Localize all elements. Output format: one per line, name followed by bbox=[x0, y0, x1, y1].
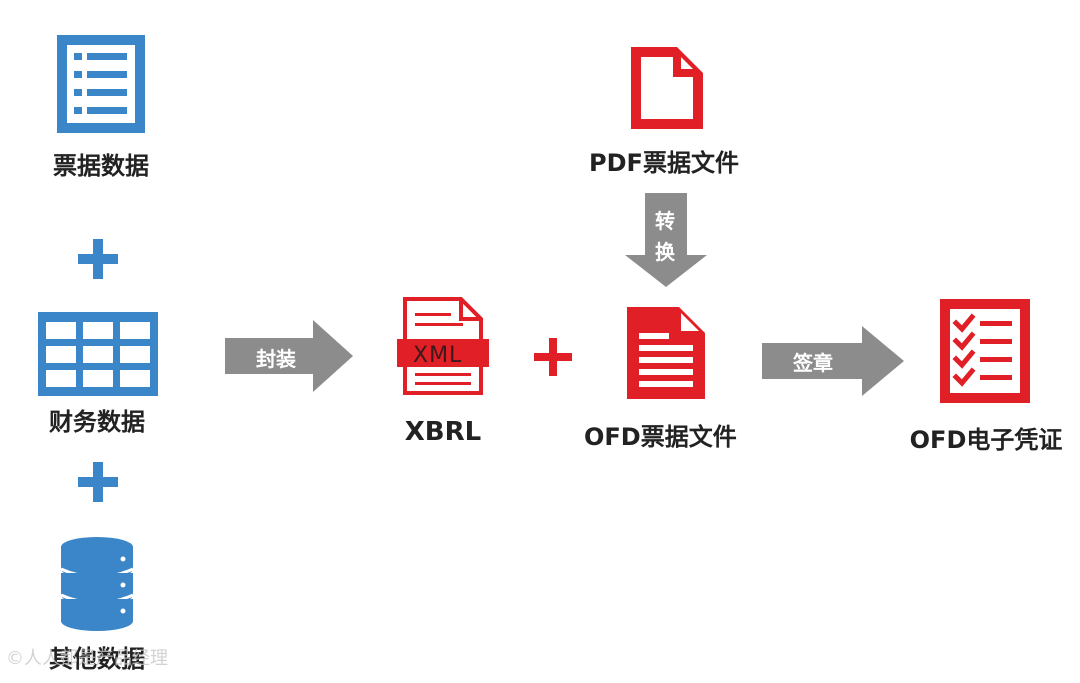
database-icon bbox=[60, 537, 134, 631]
finance-data-label: 财务数据 bbox=[49, 408, 145, 436]
red-document-icon bbox=[627, 307, 705, 399]
ofd-file-label: OFD票据文件 bbox=[584, 423, 737, 451]
table-grid-icon bbox=[38, 312, 158, 396]
sign-arrow-label: 签章 bbox=[793, 351, 833, 375]
blank-document-icon bbox=[631, 47, 703, 129]
package-arrow-label: 封装 bbox=[256, 347, 296, 371]
other-data-label: 其他数据 bbox=[49, 645, 145, 673]
plus-icon bbox=[78, 239, 118, 279]
checklist-icon bbox=[940, 299, 1030, 403]
xml-file-icon bbox=[397, 297, 489, 395]
ticket-data-label: 票据数据 bbox=[53, 152, 149, 180]
convert-arrow bbox=[625, 193, 707, 287]
pdf-file-label: PDF票据文件 bbox=[589, 149, 739, 177]
package-arrow bbox=[225, 320, 353, 392]
xml-badge-label: XML bbox=[413, 343, 463, 368]
convert-arrow-label-1: 转 bbox=[655, 209, 675, 233]
watermark: ©人人都是产品经理 bbox=[6, 648, 168, 669]
document-list-icon bbox=[57, 35, 145, 133]
convert-arrow-label-2: 换 bbox=[655, 240, 675, 264]
plus-icon bbox=[78, 462, 118, 502]
xbrl-label: XBRL bbox=[404, 417, 482, 447]
ofd-voucher-label: OFD电子凭证 bbox=[909, 426, 1063, 454]
red-plus-icon bbox=[534, 338, 572, 376]
sign-arrow bbox=[762, 326, 904, 396]
